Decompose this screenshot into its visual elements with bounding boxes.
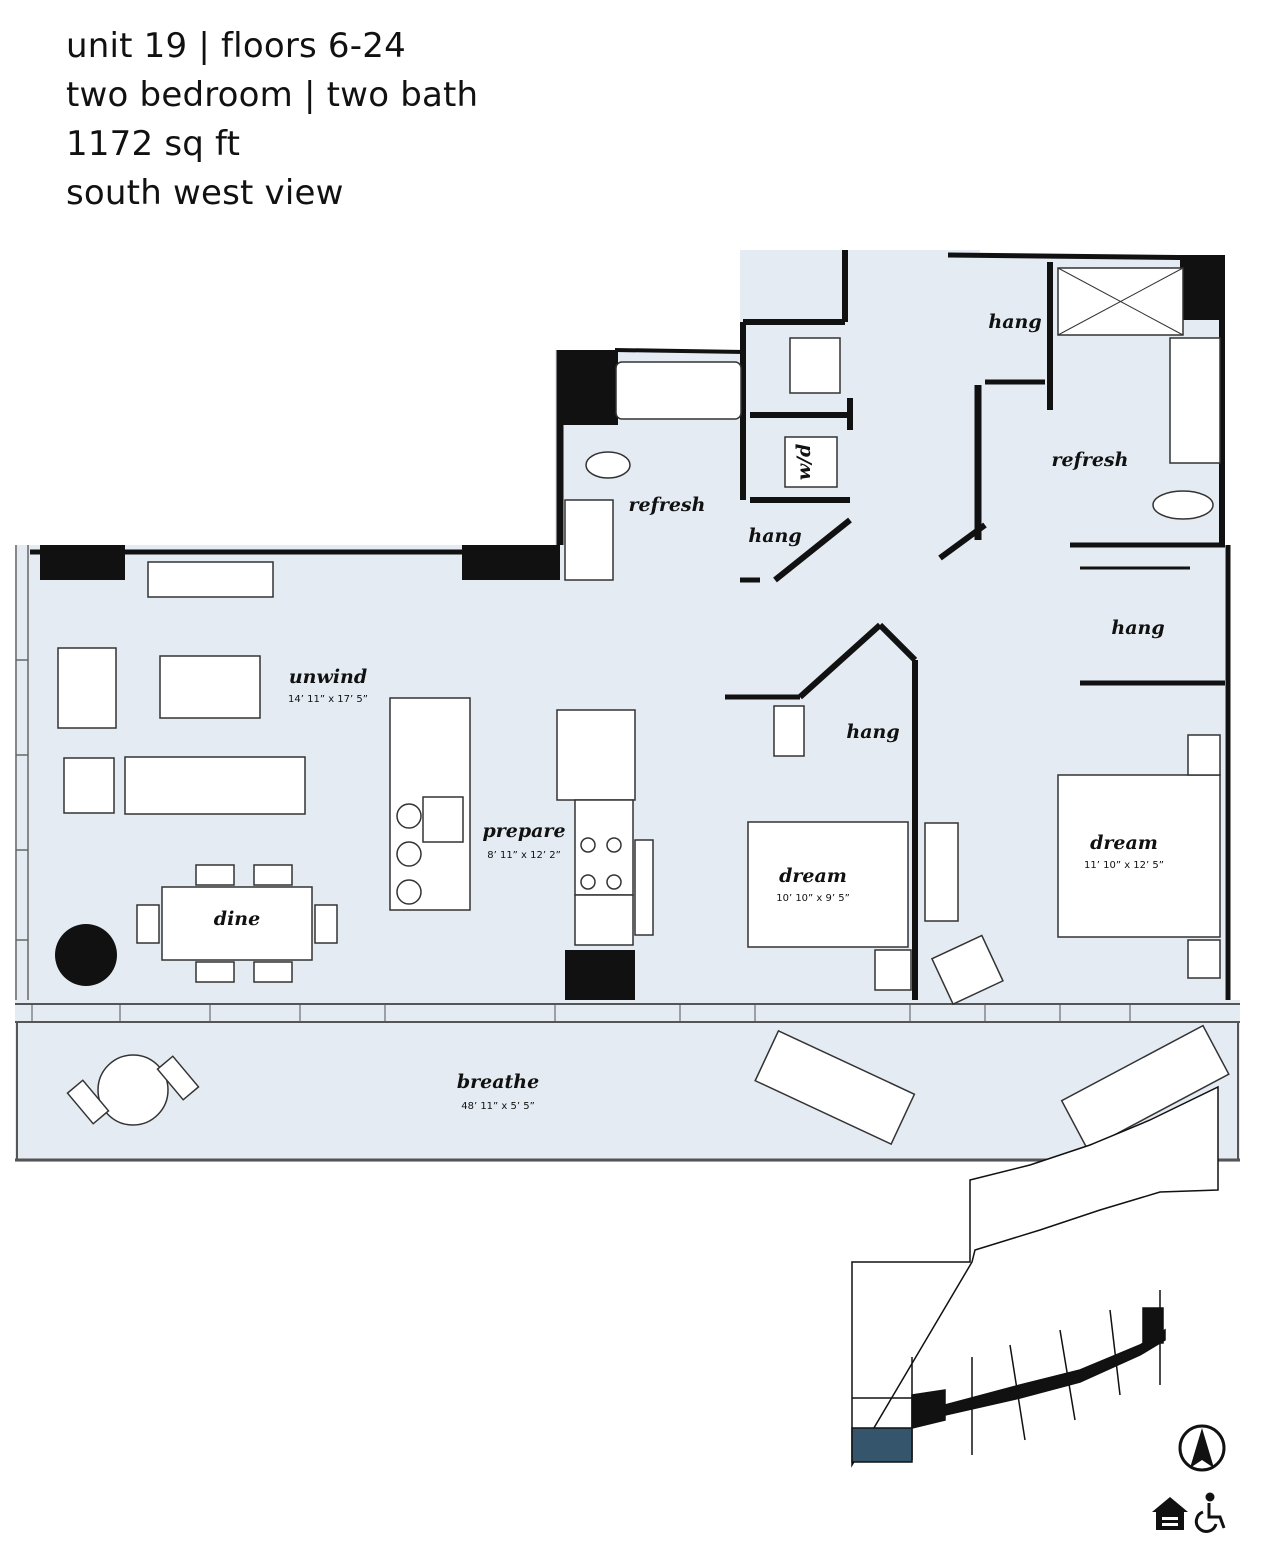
north-arrow-icon [1178, 1424, 1226, 1472]
room-label-dream-1: dream [779, 865, 847, 887]
room-label-wd: w/d [793, 444, 815, 481]
room-dims-unwind: 14’ 11” x 17’ 5” [288, 694, 368, 705]
room-label-unwind: unwind [289, 666, 367, 688]
unit-header: unit 19 | floors 6-24 two bedroom | two … [66, 22, 478, 218]
room-dims-breathe: 48’ 11” x 5’ 5” [461, 1101, 535, 1112]
room-label-dine: dine [214, 908, 260, 930]
room-dims-dream-1: 10’ 10” x 9’ 5” [776, 893, 850, 904]
unit-bed-bath: two bedroom | two bath [66, 75, 479, 115]
equal-housing-icon [1152, 1497, 1188, 1530]
room-label-hang-2: hang [748, 525, 801, 547]
unit-floors: unit 19 | floors 6-24 [66, 26, 406, 66]
room-label-prepare: prepare [482, 820, 565, 842]
unit-view: south west view [66, 173, 344, 213]
room-dims-prepare: 8’ 11” x 12’ 2” [487, 850, 561, 861]
furniture [57, 267, 1230, 1151]
unit-area: 1172 sq ft [66, 124, 241, 164]
room-label-hang-3: hang [1111, 617, 1164, 639]
walls [30, 250, 1231, 1000]
unit-highlight [851, 1427, 913, 1463]
window-wall [15, 545, 29, 1000]
accent-table-icon [55, 924, 117, 986]
room-label-hang-1: hang [988, 311, 1041, 333]
room-dims-dream-2: 11’ 10” x 12’ 5” [1084, 860, 1164, 871]
balcony-rail [15, 1003, 1240, 1162]
room-labels: unwind 14’ 11” x 17’ 5” prepare 8’ 11” x… [214, 311, 1165, 1112]
room-label-refresh-2: refresh [1052, 449, 1129, 471]
accessibility-icon [1194, 1492, 1226, 1533]
room-label-hang-4: hang [846, 721, 899, 743]
room-label-dream-2: dream [1090, 832, 1158, 854]
room-label-refresh-1: refresh [629, 494, 706, 516]
building-keyplan [851, 1085, 1219, 1468]
room-label-breathe: breathe [457, 1071, 539, 1093]
